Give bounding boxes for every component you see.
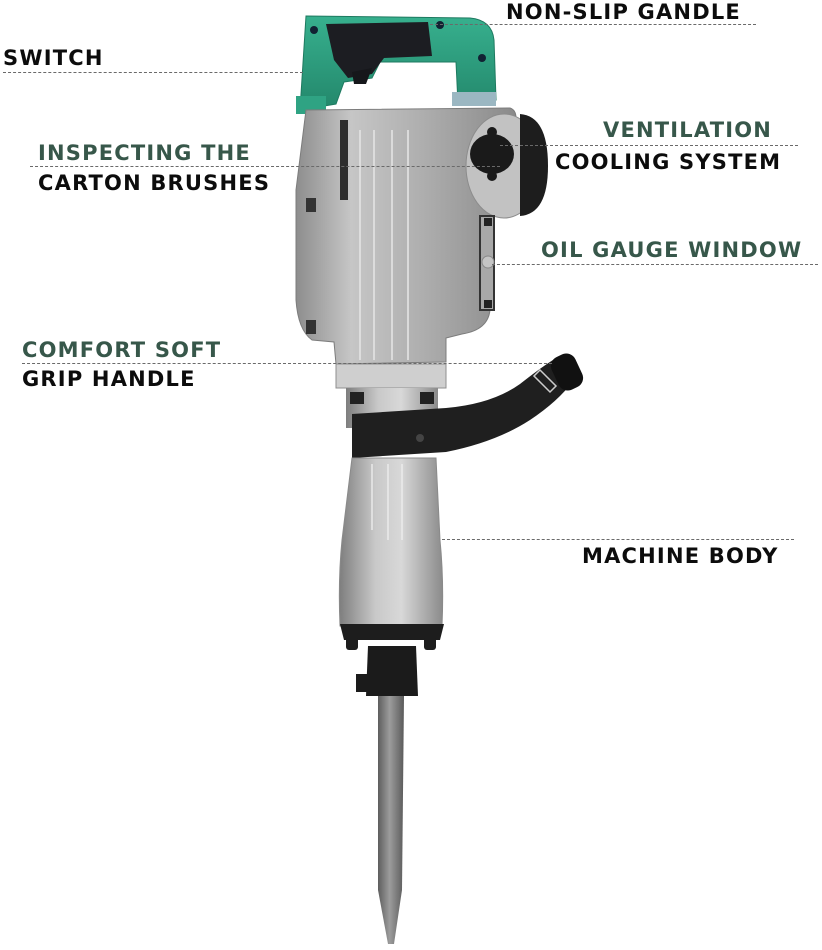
motor-housing: [295, 107, 548, 365]
top-handle: [296, 15, 497, 114]
label-comfort-soft: COMFORT SOFT: [22, 338, 222, 362]
label-inspecting-the: INSPECTING THE: [38, 141, 251, 165]
machine-body: [338, 457, 444, 650]
side-grip-handle: [352, 353, 584, 458]
label-machine-body: MACHINE BODY: [582, 544, 779, 568]
leader-machine-body: [442, 539, 794, 540]
label-cooling-system: COOLING SYSTEM: [555, 150, 782, 174]
leader-oil-gauge-window: [492, 264, 818, 265]
chuck: [356, 646, 418, 696]
label-non-slip-handle: NON-SLIP GANDLE: [506, 0, 741, 24]
chisel-bit: [378, 696, 404, 944]
leader-carton-brushes: [30, 166, 500, 167]
leader-switch: [3, 72, 303, 73]
leader-grip-handle: [22, 363, 552, 364]
label-grip-handle: GRIP HANDLE: [22, 367, 196, 391]
label-switch: SWITCH: [3, 46, 104, 70]
label-ventilation: VENTILATION: [603, 118, 773, 142]
leader-non-slip-handle: [430, 24, 756, 25]
label-carton-brushes: CARTON BRUSHES: [38, 171, 271, 195]
label-oil-gauge-window: OIL GAUGE WINDOW: [541, 238, 803, 262]
leader-ventilation: [500, 145, 798, 146]
